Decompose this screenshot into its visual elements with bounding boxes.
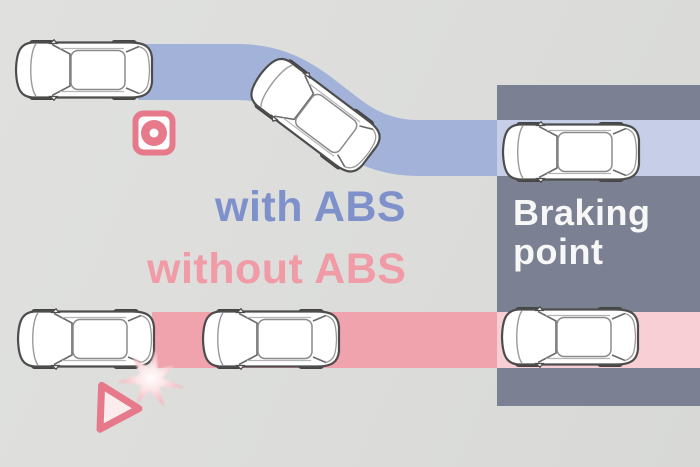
car-abs-braking-start xyxy=(501,121,641,183)
braking-point-label: Braking point xyxy=(513,192,651,272)
warning-triangle-icon xyxy=(96,381,143,433)
with-abs-label: with ABS xyxy=(215,183,407,231)
without-abs-label: without ABS xyxy=(147,245,407,293)
car-abs-stopped xyxy=(14,39,154,101)
car-noabs-sliding xyxy=(201,308,341,370)
crash-burst-icon xyxy=(117,348,185,408)
car-noabs-braking-start xyxy=(500,306,640,368)
obstacle-marker-icon xyxy=(132,110,176,156)
